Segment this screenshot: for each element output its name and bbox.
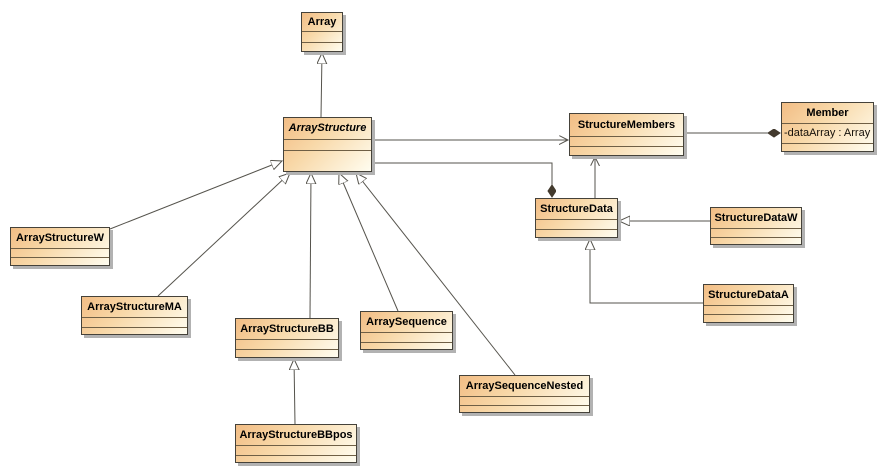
class-name-arraySequence: ArraySequence [366, 316, 447, 328]
class-name-array: Array [307, 16, 337, 28]
edge-composition-arraystructure-to-structuredata[interactable] [372, 162, 552, 197]
class-title-compartment: Array [302, 13, 342, 31]
class-title-compartment: ArrayStructureBB [236, 319, 338, 339]
class-box-member[interactable]: Member -dataArray : Array [781, 102, 874, 152]
edge-generalization-arraystructurew-to-arraystructure[interactable] [109, 161, 282, 230]
class-box-structureDataW[interactable]: StructureDataW [710, 207, 802, 245]
class-title-compartment: ArrayStructureW [11, 228, 109, 248]
class-operations-compartment [782, 143, 873, 151]
class-operations-compartment [82, 327, 187, 334]
class-attributes-compartment [302, 31, 342, 42]
class-box-arrayStructureW[interactable]: ArrayStructureW [10, 227, 110, 266]
class-operations-compartment [302, 42, 342, 51]
class-name-arrayStructureBBpos: ArrayStructureBBpos [239, 429, 353, 441]
class-attributes-compartment [236, 445, 356, 455]
class-box-arrayStructure[interactable]: ArrayStructure [283, 117, 372, 172]
class-operations-compartment [284, 150, 371, 171]
class-name-structureMembers: StructureMembers [577, 119, 676, 131]
class-attributes-compartment [711, 228, 801, 237]
class-name-structureData: StructureData [540, 203, 613, 215]
class-title-compartment: StructureMembers [570, 114, 683, 136]
class-attributes-compartment: -dataArray : Array [782, 123, 873, 143]
class-box-arraySequence[interactable]: ArraySequence [360, 311, 453, 350]
class-name-structureDataW: StructureDataW [714, 212, 798, 224]
class-operations-compartment [536, 229, 617, 237]
class-attributes-compartment [82, 317, 187, 327]
class-operations-compartment [460, 405, 589, 412]
edge-generalization-arraystructurebbpos-to-arraystructurebb[interactable] [294, 359, 295, 425]
class-name-structureDataA: StructureDataA [708, 289, 789, 301]
class-attributes-compartment [236, 339, 338, 349]
class-attributes-compartment [11, 248, 109, 257]
class-title-compartment: StructureDataA [704, 285, 793, 305]
class-operations-compartment [236, 349, 338, 357]
edge-generalization-arraystructurebb-to-arraystructure[interactable] [310, 173, 311, 319]
class-box-arraySequenceNested[interactable]: ArraySequenceNested [459, 375, 590, 413]
class-name-arraySequenceNested: ArraySequenceNested [465, 380, 584, 392]
class-title-compartment: ArraySequenceNested [460, 376, 589, 396]
class-operations-compartment [11, 257, 109, 265]
class-box-arrayStructureBBpos[interactable]: ArrayStructureBBpos [235, 424, 357, 463]
class-box-arrayStructureBB[interactable]: ArrayStructureBB [235, 318, 339, 358]
class-operations-compartment [711, 237, 801, 244]
class-name-arrayStructureBB: ArrayStructureBB [240, 323, 334, 335]
class-operations-compartment [236, 455, 356, 462]
class-box-structureMembers[interactable]: StructureMembers [569, 113, 684, 156]
class-name-arrayStructureW: ArrayStructureW [15, 232, 105, 244]
class-title-compartment: StructureData [536, 199, 617, 219]
class-operations-compartment [361, 342, 452, 349]
class-title-compartment: StructureDataW [711, 208, 801, 228]
edge-generalization-arraystructurema-to-arraystructure[interactable] [157, 173, 290, 297]
class-title-compartment: ArrayStructureMA [82, 297, 187, 317]
class-title-compartment: ArrayStructureBBpos [236, 425, 356, 445]
edge-generalization-structuredataa-to-structuredata[interactable] [590, 239, 703, 304]
edge-generalization-arraystructure-to-array[interactable] [321, 53, 322, 118]
class-operations-compartment [704, 314, 793, 322]
class-box-array[interactable]: Array [301, 12, 343, 52]
class-box-arrayStructureMA[interactable]: ArrayStructureMA [81, 296, 188, 335]
class-attributes-compartment [284, 139, 371, 150]
class-box-structureData[interactable]: StructureData [535, 198, 618, 238]
attribute: -dataArray : Array [784, 127, 871, 139]
edge-generalization-arraysequence-to-arraystructure[interactable] [339, 173, 399, 312]
class-title-compartment: ArrayStructure [284, 118, 371, 139]
class-name-arrayStructureMA: ArrayStructureMA [87, 301, 182, 313]
class-attributes-compartment [361, 332, 452, 342]
edge-generalization-arraysequencenested-to-arraystructure[interactable] [356, 173, 516, 376]
class-title-compartment: Member [782, 103, 873, 123]
class-operations-compartment [570, 146, 683, 155]
class-name-arrayStructure: ArrayStructure [288, 122, 367, 134]
class-box-structureDataA[interactable]: StructureDataA [703, 284, 794, 323]
class-title-compartment: ArraySequence [361, 312, 452, 332]
class-name-member: Member [806, 107, 849, 119]
class-attributes-compartment [536, 219, 617, 229]
class-attributes-compartment [704, 305, 793, 314]
class-attributes-compartment [460, 396, 589, 405]
class-attributes-compartment [570, 136, 683, 146]
